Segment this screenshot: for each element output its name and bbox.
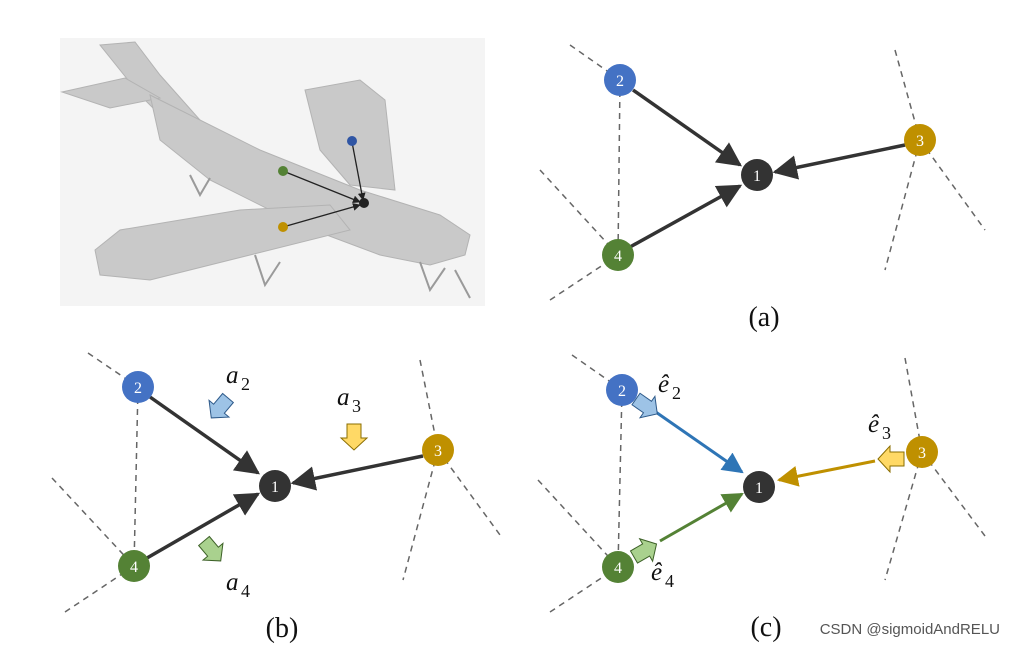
panel-c-node-1: 1 bbox=[743, 471, 775, 503]
panel-a-node-4-label: 4 bbox=[614, 248, 622, 265]
panel-b-node-1-label: 1 bbox=[271, 479, 279, 496]
attention-arrow-a2 bbox=[208, 392, 235, 419]
landing-gear-left bbox=[189, 174, 211, 198]
panel-a-edge-2-1 bbox=[631, 88, 743, 167]
math-e4-base: ê bbox=[651, 559, 663, 586]
math-e2-sub: 2 bbox=[672, 383, 681, 403]
math-e2-base: ê bbox=[658, 371, 670, 398]
panel-c-edge-4-1 bbox=[659, 492, 744, 543]
math-a4: a 4 bbox=[226, 569, 250, 601]
panel-b-edge-3-1 bbox=[290, 454, 424, 491]
panel-c-node-2-label: 2 bbox=[618, 383, 626, 400]
math-a2: a 2 bbox=[226, 362, 250, 394]
math-e4-sub: 4 bbox=[665, 571, 674, 591]
math-e3: ê 3 bbox=[868, 411, 891, 443]
math-a3-sub: 3 bbox=[352, 396, 361, 416]
photo-arrow-green bbox=[282, 170, 361, 203]
landing-gear-front bbox=[419, 261, 446, 293]
panel-a-node-1-label: 1 bbox=[753, 168, 761, 185]
landing-gear-nose bbox=[454, 269, 471, 299]
math-a3-base: a bbox=[337, 384, 350, 411]
panel-c-edge-2-1 bbox=[649, 406, 744, 474]
math-e4: ê 4 bbox=[651, 559, 674, 591]
panel-b-edge-4-1 bbox=[146, 492, 261, 560]
photo-arrow-blue bbox=[351, 141, 366, 201]
embedding-arrow-e4 bbox=[629, 537, 658, 564]
panel-c-caption: (c) bbox=[750, 612, 781, 643]
photo-point-blue bbox=[347, 136, 357, 146]
panel-b-caption: (b) bbox=[266, 613, 299, 644]
landing-gear-center bbox=[254, 254, 281, 288]
math-e3-sub: 3 bbox=[882, 423, 891, 443]
embedding-arrow-e2 bbox=[631, 392, 658, 419]
photo-arrow-gold bbox=[282, 203, 361, 228]
panel-a-node-2-label: 2 bbox=[616, 73, 624, 90]
math-a2-sub: 2 bbox=[241, 374, 250, 394]
panel-c-node-1-label: 1 bbox=[755, 480, 763, 497]
math-e3-base: ê bbox=[868, 411, 880, 438]
math-a4-sub: 4 bbox=[241, 581, 250, 601]
panel-c-node-3-label: 3 bbox=[918, 445, 926, 462]
panel-b-node-3-label: 3 bbox=[434, 443, 442, 460]
panel-b-node-4-label: 4 bbox=[130, 559, 138, 576]
panel-a-edge-3-1 bbox=[772, 143, 906, 180]
panel-c-node-2: 2 bbox=[606, 374, 638, 406]
fuselage-shape bbox=[149, 94, 471, 266]
photo-point-green bbox=[278, 166, 288, 176]
panel-c-edge-3-1 bbox=[776, 459, 876, 487]
panel-c-node-4: 4 bbox=[602, 551, 634, 583]
math-e2: ê 2 bbox=[658, 371, 681, 403]
math-a3: a 3 bbox=[337, 384, 361, 416]
panel-c-node-4-label: 4 bbox=[614, 560, 622, 577]
panel-b: a 2 a 3 a 4 2 3 4 1 (b) bbox=[51, 352, 501, 644]
photo-point-gold bbox=[278, 222, 288, 232]
panel-a-node-2: 2 bbox=[604, 64, 636, 96]
panel-a-node-1: 1 bbox=[741, 159, 773, 191]
embedding-arrow-e3 bbox=[877, 444, 905, 474]
panel-a-node-3: 3 bbox=[904, 124, 936, 156]
math-a2-base: a bbox=[226, 362, 239, 389]
attention-arrow-a3 bbox=[339, 423, 369, 451]
panel-a-node-4: 4 bbox=[602, 239, 634, 271]
panel-a-edge-4-1 bbox=[629, 184, 743, 249]
upper-wing-shape bbox=[304, 79, 396, 191]
panel-c-node-3: 3 bbox=[906, 436, 938, 468]
attention-arrow-a4 bbox=[197, 535, 224, 562]
panel-b-edge-2-1 bbox=[148, 395, 261, 475]
panel-a-node-3-label: 3 bbox=[916, 133, 924, 150]
panel-b-node-2: 2 bbox=[122, 371, 154, 403]
panel-c: ê 2 ê 3 ê 4 2 3 4 1 (c) bbox=[537, 354, 989, 643]
math-a4-base: a bbox=[226, 569, 239, 596]
aircraft-photo bbox=[60, 38, 485, 306]
panel-b-node-3: 3 bbox=[422, 434, 454, 466]
panel-b-node-4: 4 bbox=[118, 550, 150, 582]
stabilizer-shape bbox=[60, 77, 162, 109]
panel-a-caption: (a) bbox=[748, 302, 779, 333]
panel-b-node-2-label: 2 bbox=[134, 380, 142, 397]
panel-a: 2 3 4 1 (a) bbox=[539, 44, 986, 333]
panel-b-node-1: 1 bbox=[259, 470, 291, 502]
photo-point-center bbox=[359, 198, 369, 208]
watermark-text: CSDN @sigmoidAndRELU bbox=[820, 621, 1000, 638]
